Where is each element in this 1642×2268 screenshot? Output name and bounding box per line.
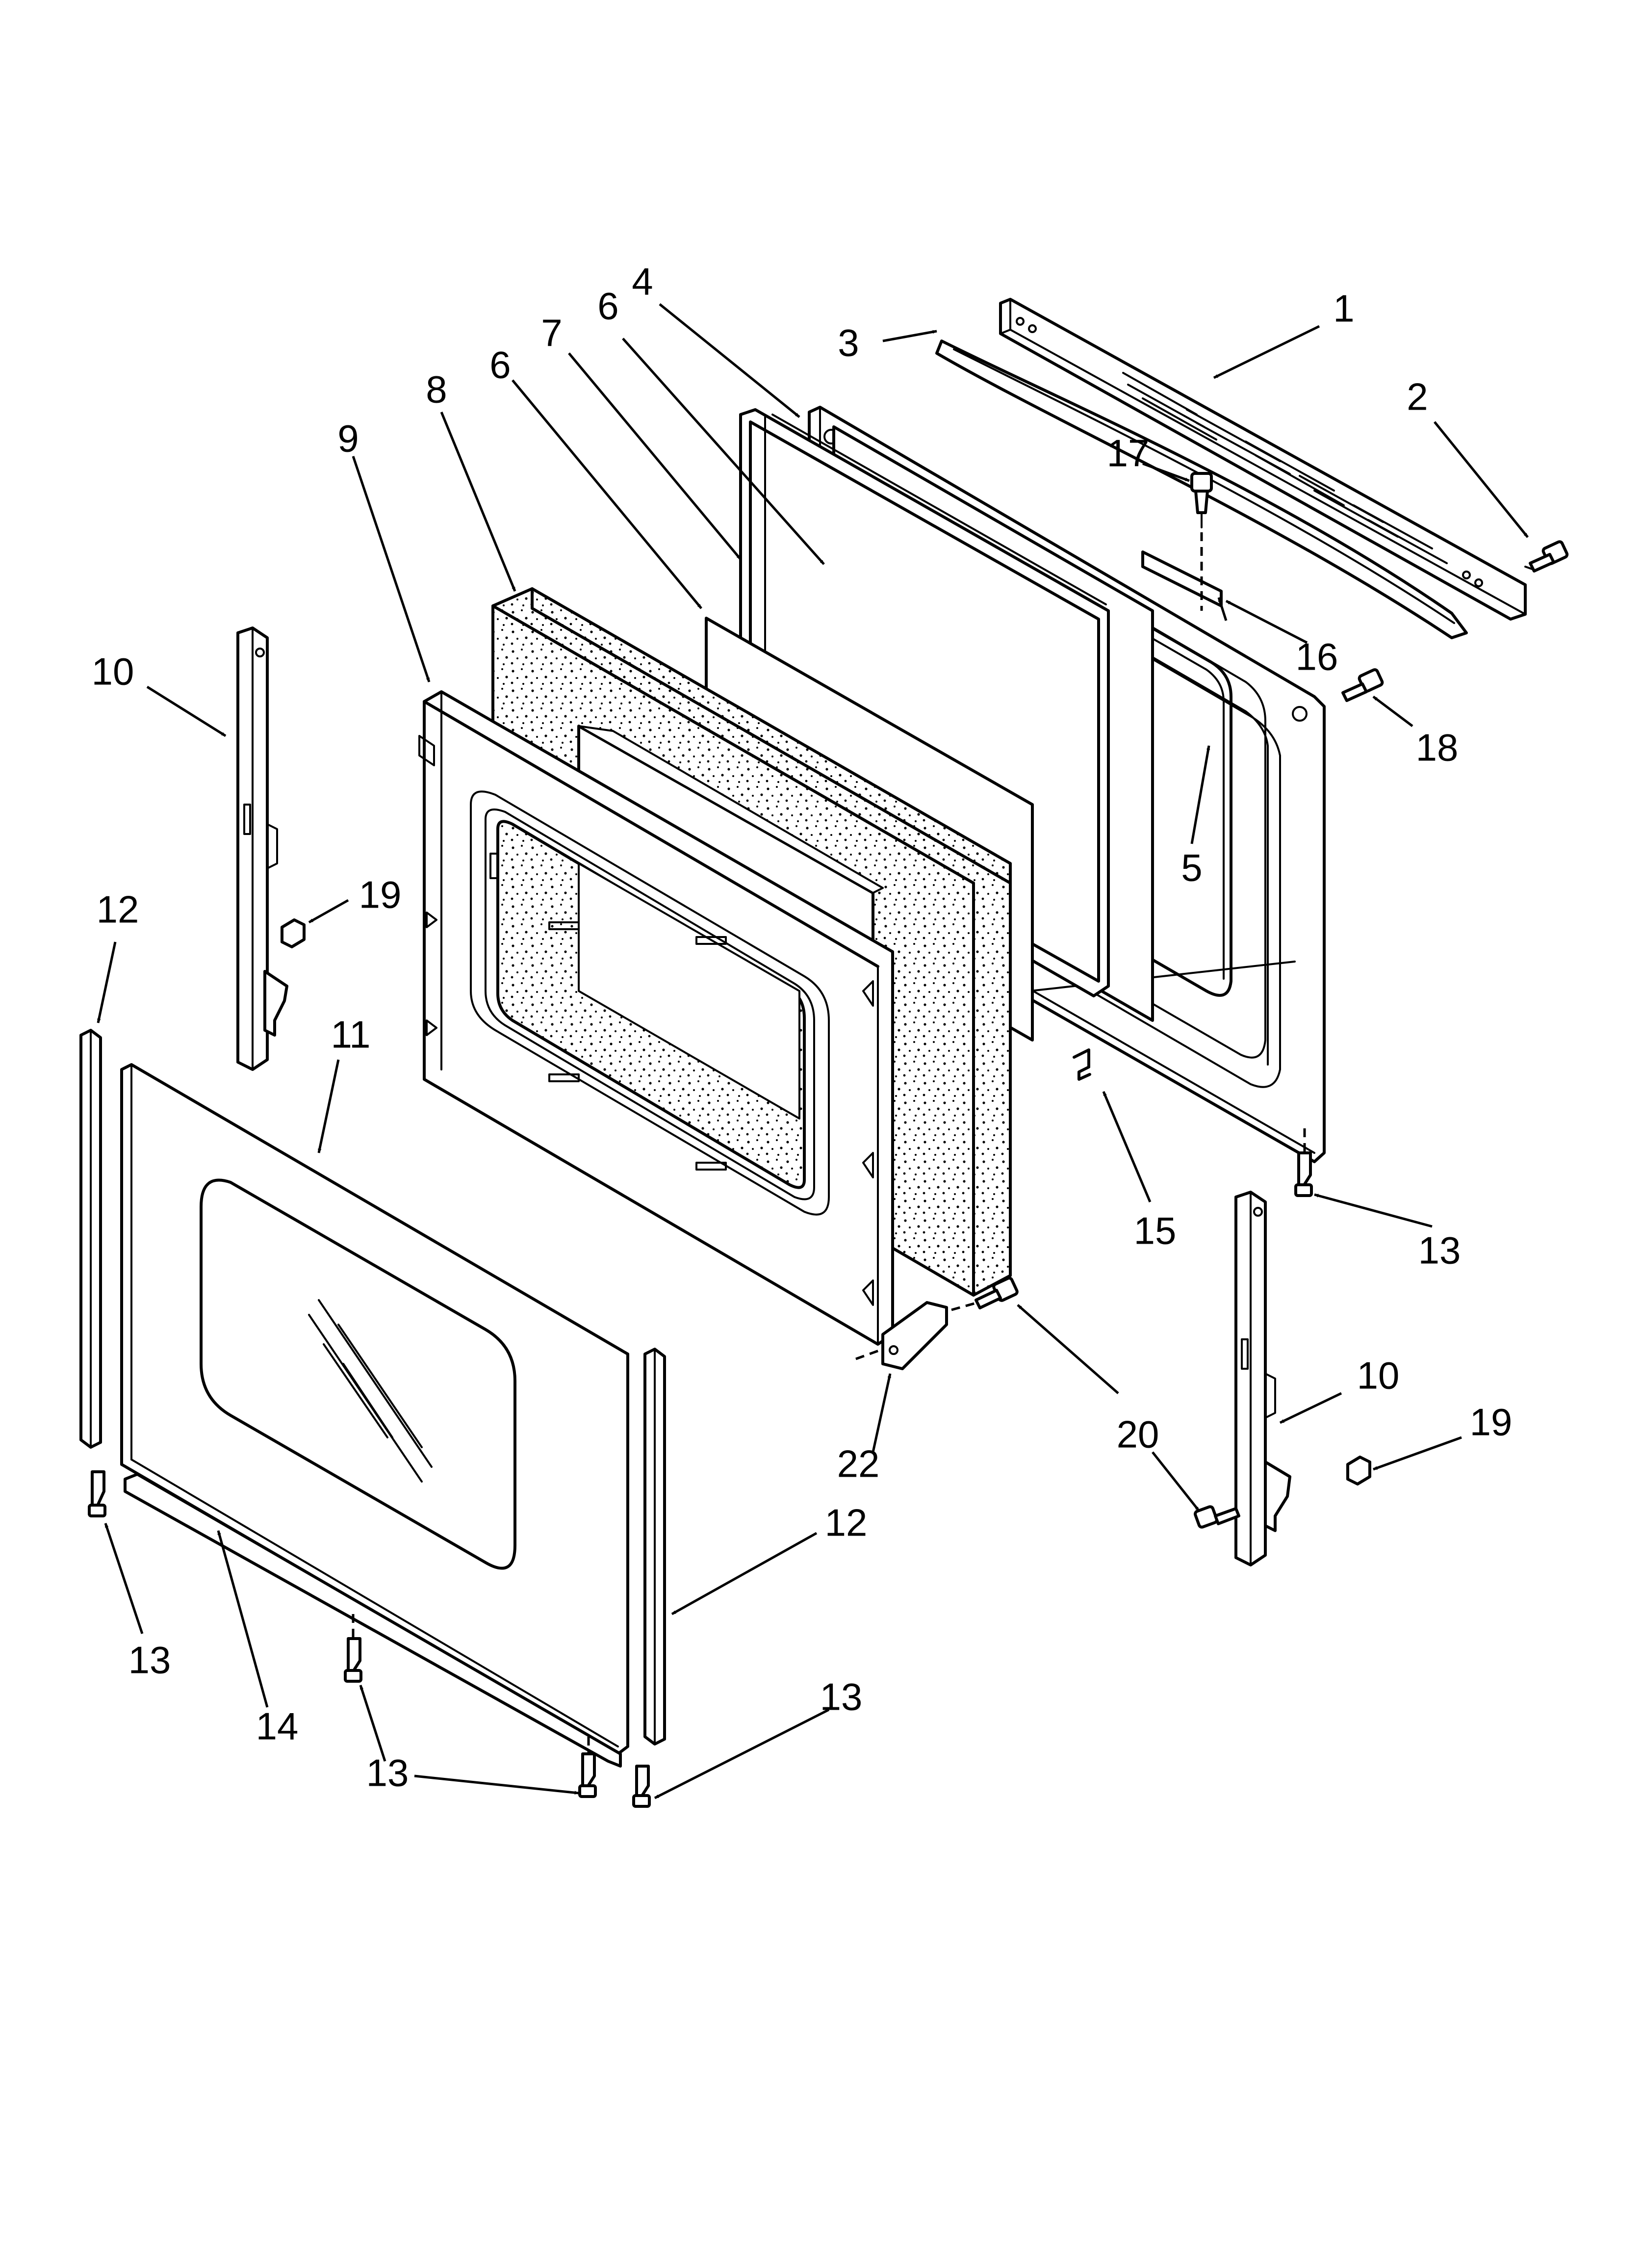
screw-part-20 xyxy=(951,1277,1019,1311)
callout-6-rear: 6 xyxy=(597,285,618,328)
callout-11: 11 xyxy=(331,1013,371,1056)
callout-13-right-bottom: 13 xyxy=(820,1675,863,1719)
callout-15: 15 xyxy=(1134,1209,1177,1252)
callout-12-left: 12 xyxy=(97,888,139,931)
screw-part-18 xyxy=(1341,668,1384,702)
hinge-channel-left xyxy=(236,626,288,1071)
side-trim-right xyxy=(643,1348,666,1746)
callout-16: 16 xyxy=(1296,635,1338,678)
callout-13-left: 13 xyxy=(128,1639,171,1682)
outer-door-panel xyxy=(120,1063,629,1755)
bottom-trim-part xyxy=(124,1473,622,1768)
callout-5: 5 xyxy=(1181,846,1202,889)
callout-19-right: 19 xyxy=(1470,1401,1513,1444)
callout-7: 7 xyxy=(541,312,562,355)
callout-6-front: 6 xyxy=(489,343,511,387)
callout-8: 8 xyxy=(426,368,447,411)
clip-part-19-right xyxy=(1346,1456,1371,1486)
callout-20: 20 xyxy=(1117,1413,1159,1456)
screw-part-2 xyxy=(1524,540,1569,573)
callout-13-bottom: 13 xyxy=(366,1751,409,1795)
door-liner-part xyxy=(418,690,894,1346)
callout-labels: 1 2 3 4 5 6 6 7 8 9 10 10 11 12 12 13 13… xyxy=(92,260,1513,1795)
callout-14: 14 xyxy=(256,1705,299,1748)
callout-18: 18 xyxy=(1416,726,1459,769)
hinge-bracket-part-22 xyxy=(855,1301,948,1370)
screw-part-13-a xyxy=(88,1470,106,1517)
vent-trim-part xyxy=(999,298,1527,621)
hinge-channel-right xyxy=(1234,1191,1291,1566)
screw-part-13-b xyxy=(344,1637,362,1683)
screw-part-13-e xyxy=(1294,1128,1313,1197)
leader-lines xyxy=(97,303,1529,1799)
callout-4: 4 xyxy=(632,260,653,303)
screw-part-13-c xyxy=(578,1737,597,1798)
side-trim-left xyxy=(79,1029,102,1449)
callout-9: 9 xyxy=(337,417,359,460)
callout-2: 2 xyxy=(1407,375,1428,418)
clip-part-15 xyxy=(1073,1048,1091,1081)
callout-1: 1 xyxy=(1333,287,1354,330)
callout-13-right: 13 xyxy=(1418,1229,1461,1272)
callout-10-left: 10 xyxy=(92,650,134,693)
callout-10-right: 10 xyxy=(1357,1354,1400,1397)
callout-19-left: 19 xyxy=(359,873,402,916)
callout-12-right: 12 xyxy=(825,1501,868,1544)
spacer-part-16 xyxy=(1141,532,1223,611)
screw-part-20-lower xyxy=(1194,1505,1240,1529)
callout-22: 22 xyxy=(837,1442,880,1486)
clip-part-19-left xyxy=(281,918,306,948)
screw-part-17 xyxy=(1190,472,1213,528)
screw-part-13-d xyxy=(632,1765,651,1808)
callout-17: 17 xyxy=(1107,432,1150,475)
callout-3: 3 xyxy=(838,321,859,365)
